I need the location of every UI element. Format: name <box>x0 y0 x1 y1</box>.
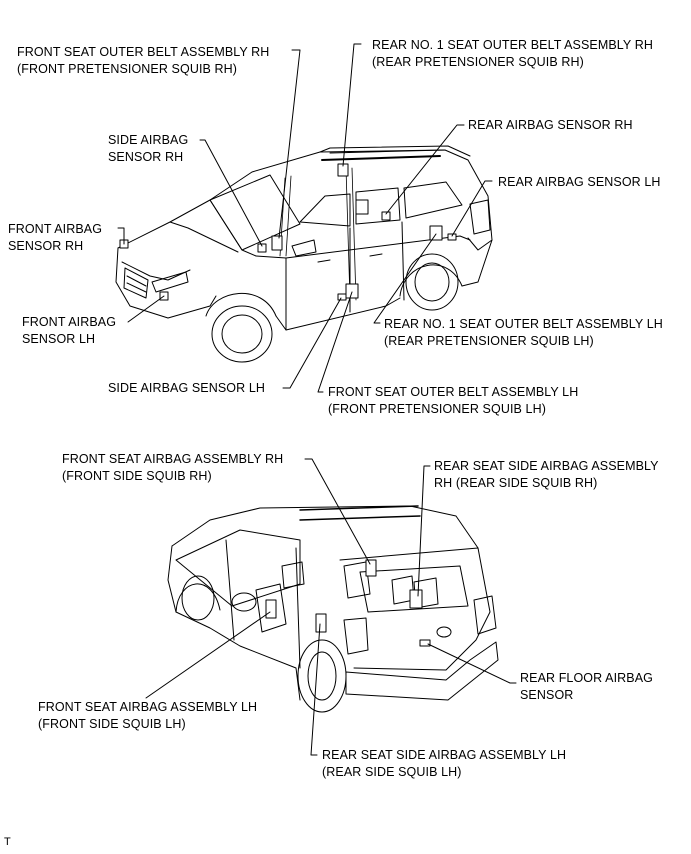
label-front-seat-airbag-lh: FRONT SEAT AIRBAG ASSEMBLY LH (FRONT SID… <box>38 700 258 731</box>
label-rear-seat-side-airbag-rh: REAR SEAT SIDE AIRBAG ASSEMBLY RH (REAR … <box>434 459 659 490</box>
bottom-vehicle-illustration <box>167 505 499 713</box>
rear-sensor-rh-part <box>381 211 391 221</box>
label-front-seat-outer-belt-rh: FRONT SEAT OUTER BELT ASSEMBLY RH (FRONT… <box>17 45 270 76</box>
label-rear-airbag-sensor-lh: REAR AIRBAG SENSOR LH <box>498 175 661 189</box>
label-front-seat-airbag-rh: FRONT SEAT AIRBAG ASSEMBLY RH (FRONT SID… <box>62 452 284 483</box>
rear-seat-airbag-rh-part <box>409 589 423 609</box>
bottom-components <box>265 559 431 647</box>
label-front-airbag-sensor-rh: FRONT AIRBAG SENSOR RH <box>8 222 103 253</box>
rear-seat-airbag-lh-part <box>315 613 327 633</box>
label-front-seat-outer-belt-lh: FRONT SEAT OUTER BELT ASSEMBLY LH (FRONT… <box>328 385 579 416</box>
rear-belt-lh-part <box>429 225 443 241</box>
front-belt-lh-part <box>345 283 359 299</box>
rear-sensor-lh-part <box>447 233 457 241</box>
figure-code: T <box>4 836 11 848</box>
top-leader-lines <box>117 43 493 393</box>
side-sensor-lh-part <box>337 293 347 301</box>
label-side-airbag-sensor-lh: SIDE AIRBAG SENSOR LH <box>108 381 266 395</box>
label-rear-no1-seat-outer-belt-rh: REAR NO. 1 SEAT OUTER BELT ASSEMBLY RH (… <box>372 38 653 69</box>
rear-belt-rh-retractor <box>355 199 369 215</box>
top-vehicle-illustration <box>115 145 493 363</box>
side-sensor-rh-part <box>257 243 267 253</box>
label-rear-floor-airbag-sensor: REAR FLOOR AIRBAG SENSOR <box>520 671 653 702</box>
label-rear-no1-seat-outer-belt-lh: REAR NO. 1 SEAT OUTER BELT ASSEMBLY LH (… <box>384 317 663 348</box>
rear-floor-sensor-part <box>419 639 431 647</box>
front-seat-airbag-lh-part <box>265 599 277 619</box>
front-seat-airbag-rh-part <box>365 559 377 577</box>
front-belt-rh-part <box>271 235 283 251</box>
bottom-leader-lines <box>145 458 517 756</box>
label-front-airbag-sensor-lh: FRONT AIRBAG SENSOR LH <box>22 315 117 346</box>
label-side-airbag-sensor-rh: SIDE AIRBAG SENSOR RH <box>108 133 189 164</box>
label-rear-airbag-sensor-rh: REAR AIRBAG SENSOR RH <box>468 118 633 132</box>
label-rear-seat-side-airbag-lh: REAR SEAT SIDE AIRBAG ASSEMBLY LH (REAR … <box>322 748 567 779</box>
